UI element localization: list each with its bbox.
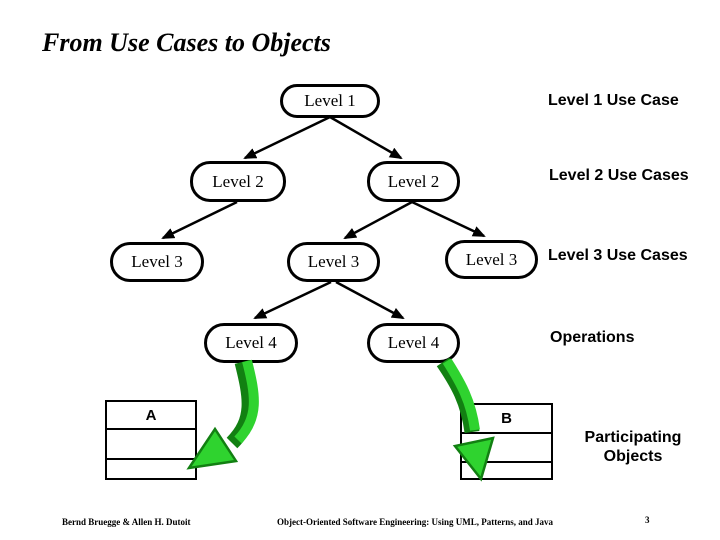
footer-authors: Bernd Bruegge & Allen H. Dutoit — [62, 517, 191, 527]
annotation-level3-use-cases: Level 3 Use Cases — [548, 247, 688, 264]
green-arrow-left — [186, 359, 259, 470]
arrow-l1-to-l2-left — [243, 115, 331, 160]
annotation-participating-objects: Participating Objects — [584, 429, 682, 465]
footer-book-title: Object-Oriented Software Engineering: Us… — [276, 517, 554, 527]
arrow-l1-to-l2-right — [329, 115, 403, 160]
arrow-l2left-to-l3-left — [161, 200, 238, 240]
arrow-l2right-to-l3-right — [411, 200, 486, 238]
class-box-a-operations-compartment — [107, 460, 195, 478]
class-box-b-attributes-compartment — [462, 434, 551, 463]
use-case-node-level2-left: Level 2 — [190, 161, 286, 202]
class-box-b-operations-compartment — [462, 463, 551, 478]
arrow-l2right-to-l3-center — [343, 200, 413, 240]
annotation-operations: Operations — [550, 329, 635, 346]
use-case-node-level1: Level 1 — [280, 84, 380, 118]
class-box-b-name: B — [462, 405, 551, 434]
annotation-level1-use-case: Level 1 Use Case — [548, 92, 679, 109]
use-case-node-level3-center: Level 3 — [287, 242, 380, 282]
class-box-a: A — [105, 400, 197, 480]
use-case-node-level4-left: Level 4 — [204, 323, 298, 363]
annotation-level2-use-cases: Level 2 Use Cases — [549, 167, 689, 184]
use-case-node-level3-left: Level 3 — [110, 242, 204, 282]
class-box-b: B — [460, 403, 553, 480]
class-box-a-attributes-compartment — [107, 430, 195, 460]
use-case-node-level2-right: Level 2 — [367, 161, 460, 202]
use-case-node-level4-right: Level 4 — [367, 323, 460, 363]
arrow-l3center-to-l4-left — [253, 280, 332, 320]
footer-page-number: 3 — [645, 515, 650, 525]
use-case-node-level3-right: Level 3 — [445, 240, 538, 279]
slide-title: From Use Cases to Objects — [42, 28, 331, 57]
arrow-l3center-to-l4-right — [335, 280, 405, 320]
class-box-a-name: A — [107, 402, 195, 430]
